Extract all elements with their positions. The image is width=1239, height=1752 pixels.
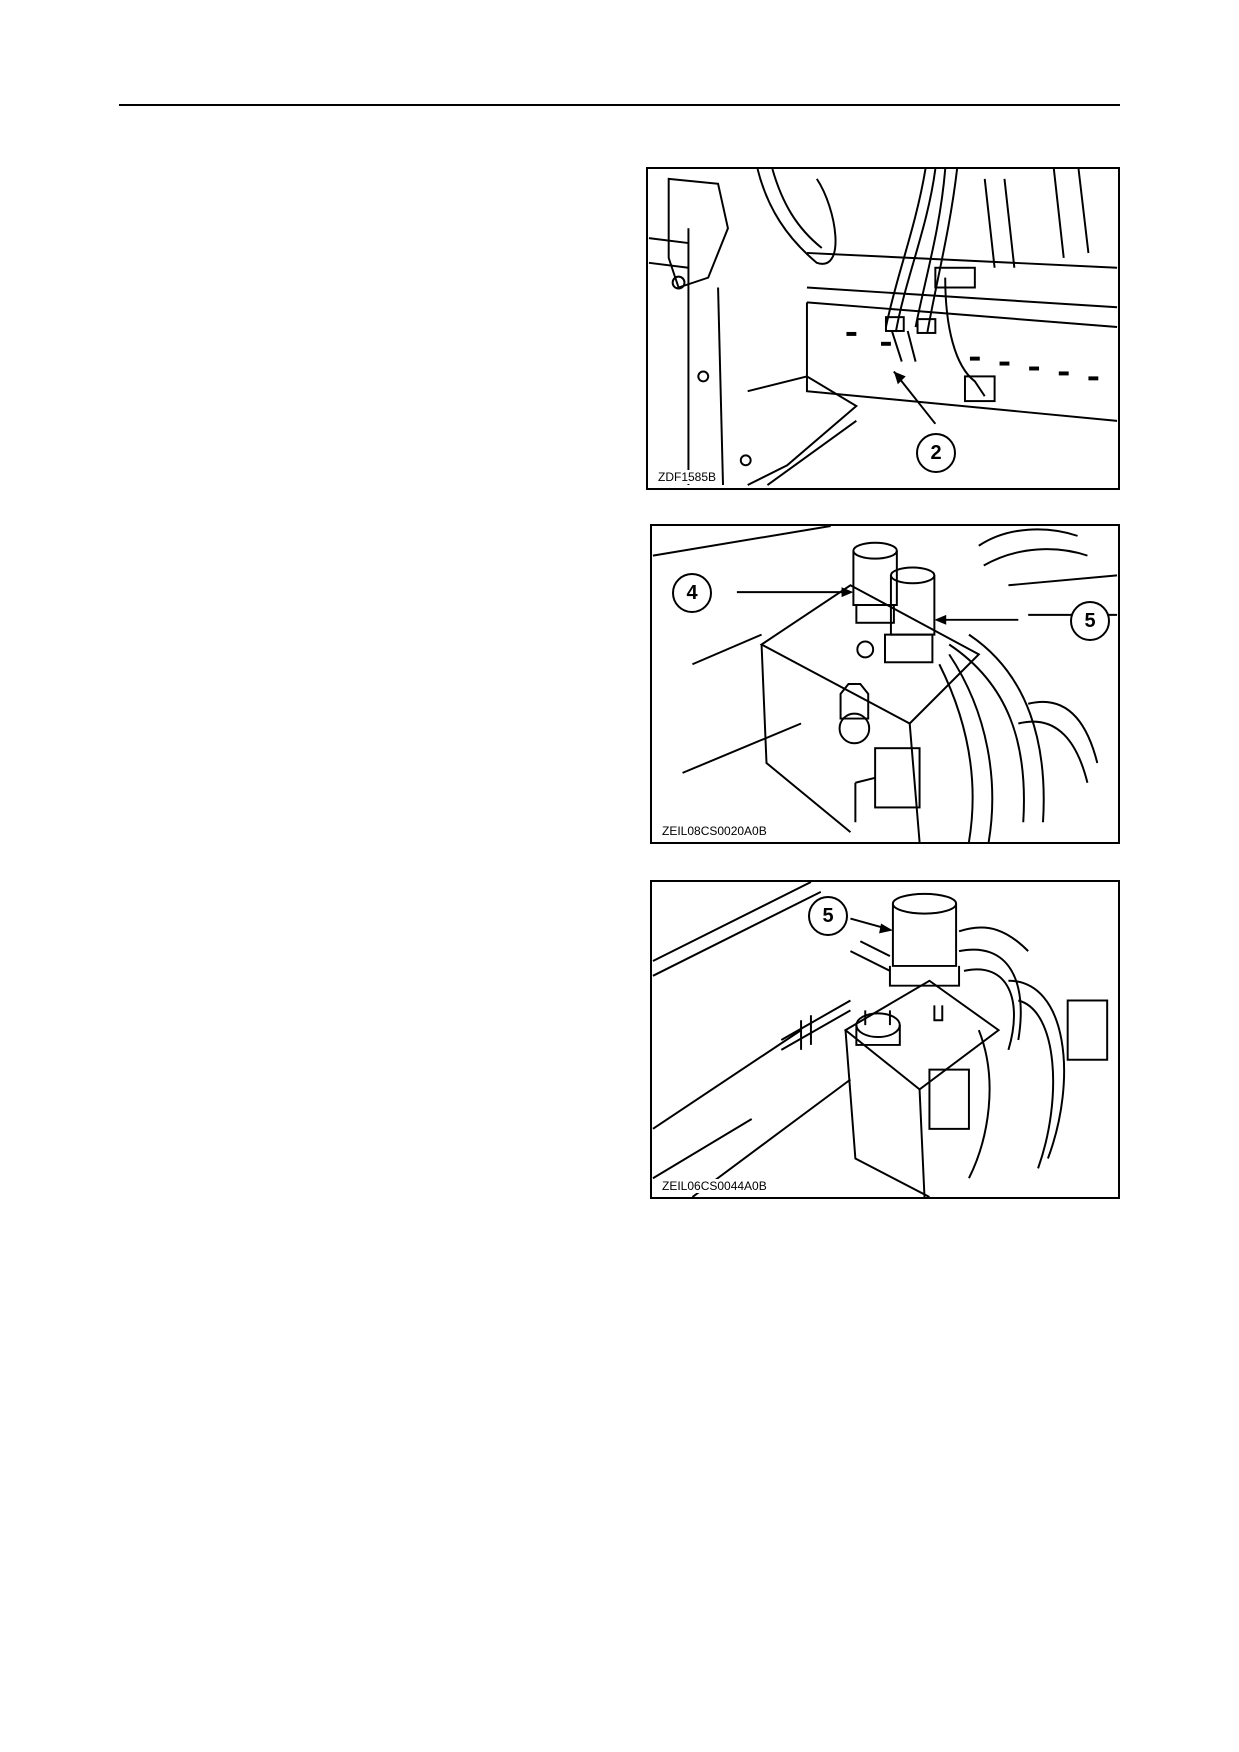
- callout-2: 2: [916, 433, 956, 473]
- hydraulic-tank-filters-illustration: [652, 526, 1118, 842]
- header-rule: [119, 104, 1120, 106]
- figure-code: ZEIL06CS0044A0B: [660, 1179, 769, 1193]
- callout-4: 4: [672, 573, 712, 613]
- hose-connection-illustration: [648, 169, 1118, 486]
- figure-hydraulic-tank-filters: 4 5 ZEIL08CS0020A0B: [650, 524, 1120, 844]
- callout-5: 5: [808, 896, 848, 936]
- callout-5: 5: [1070, 601, 1110, 641]
- figure-hose-connection: 2 ZDF1585B: [646, 167, 1120, 490]
- figure-hydraulic-tank-filter: 5 ZEIL06CS0044A0B: [650, 880, 1120, 1199]
- figure-code: ZEIL08CS0020A0B: [660, 824, 769, 838]
- hydraulic-tank-filter-illustration: [652, 882, 1109, 1197]
- figure-code: ZDF1585B: [656, 470, 719, 484]
